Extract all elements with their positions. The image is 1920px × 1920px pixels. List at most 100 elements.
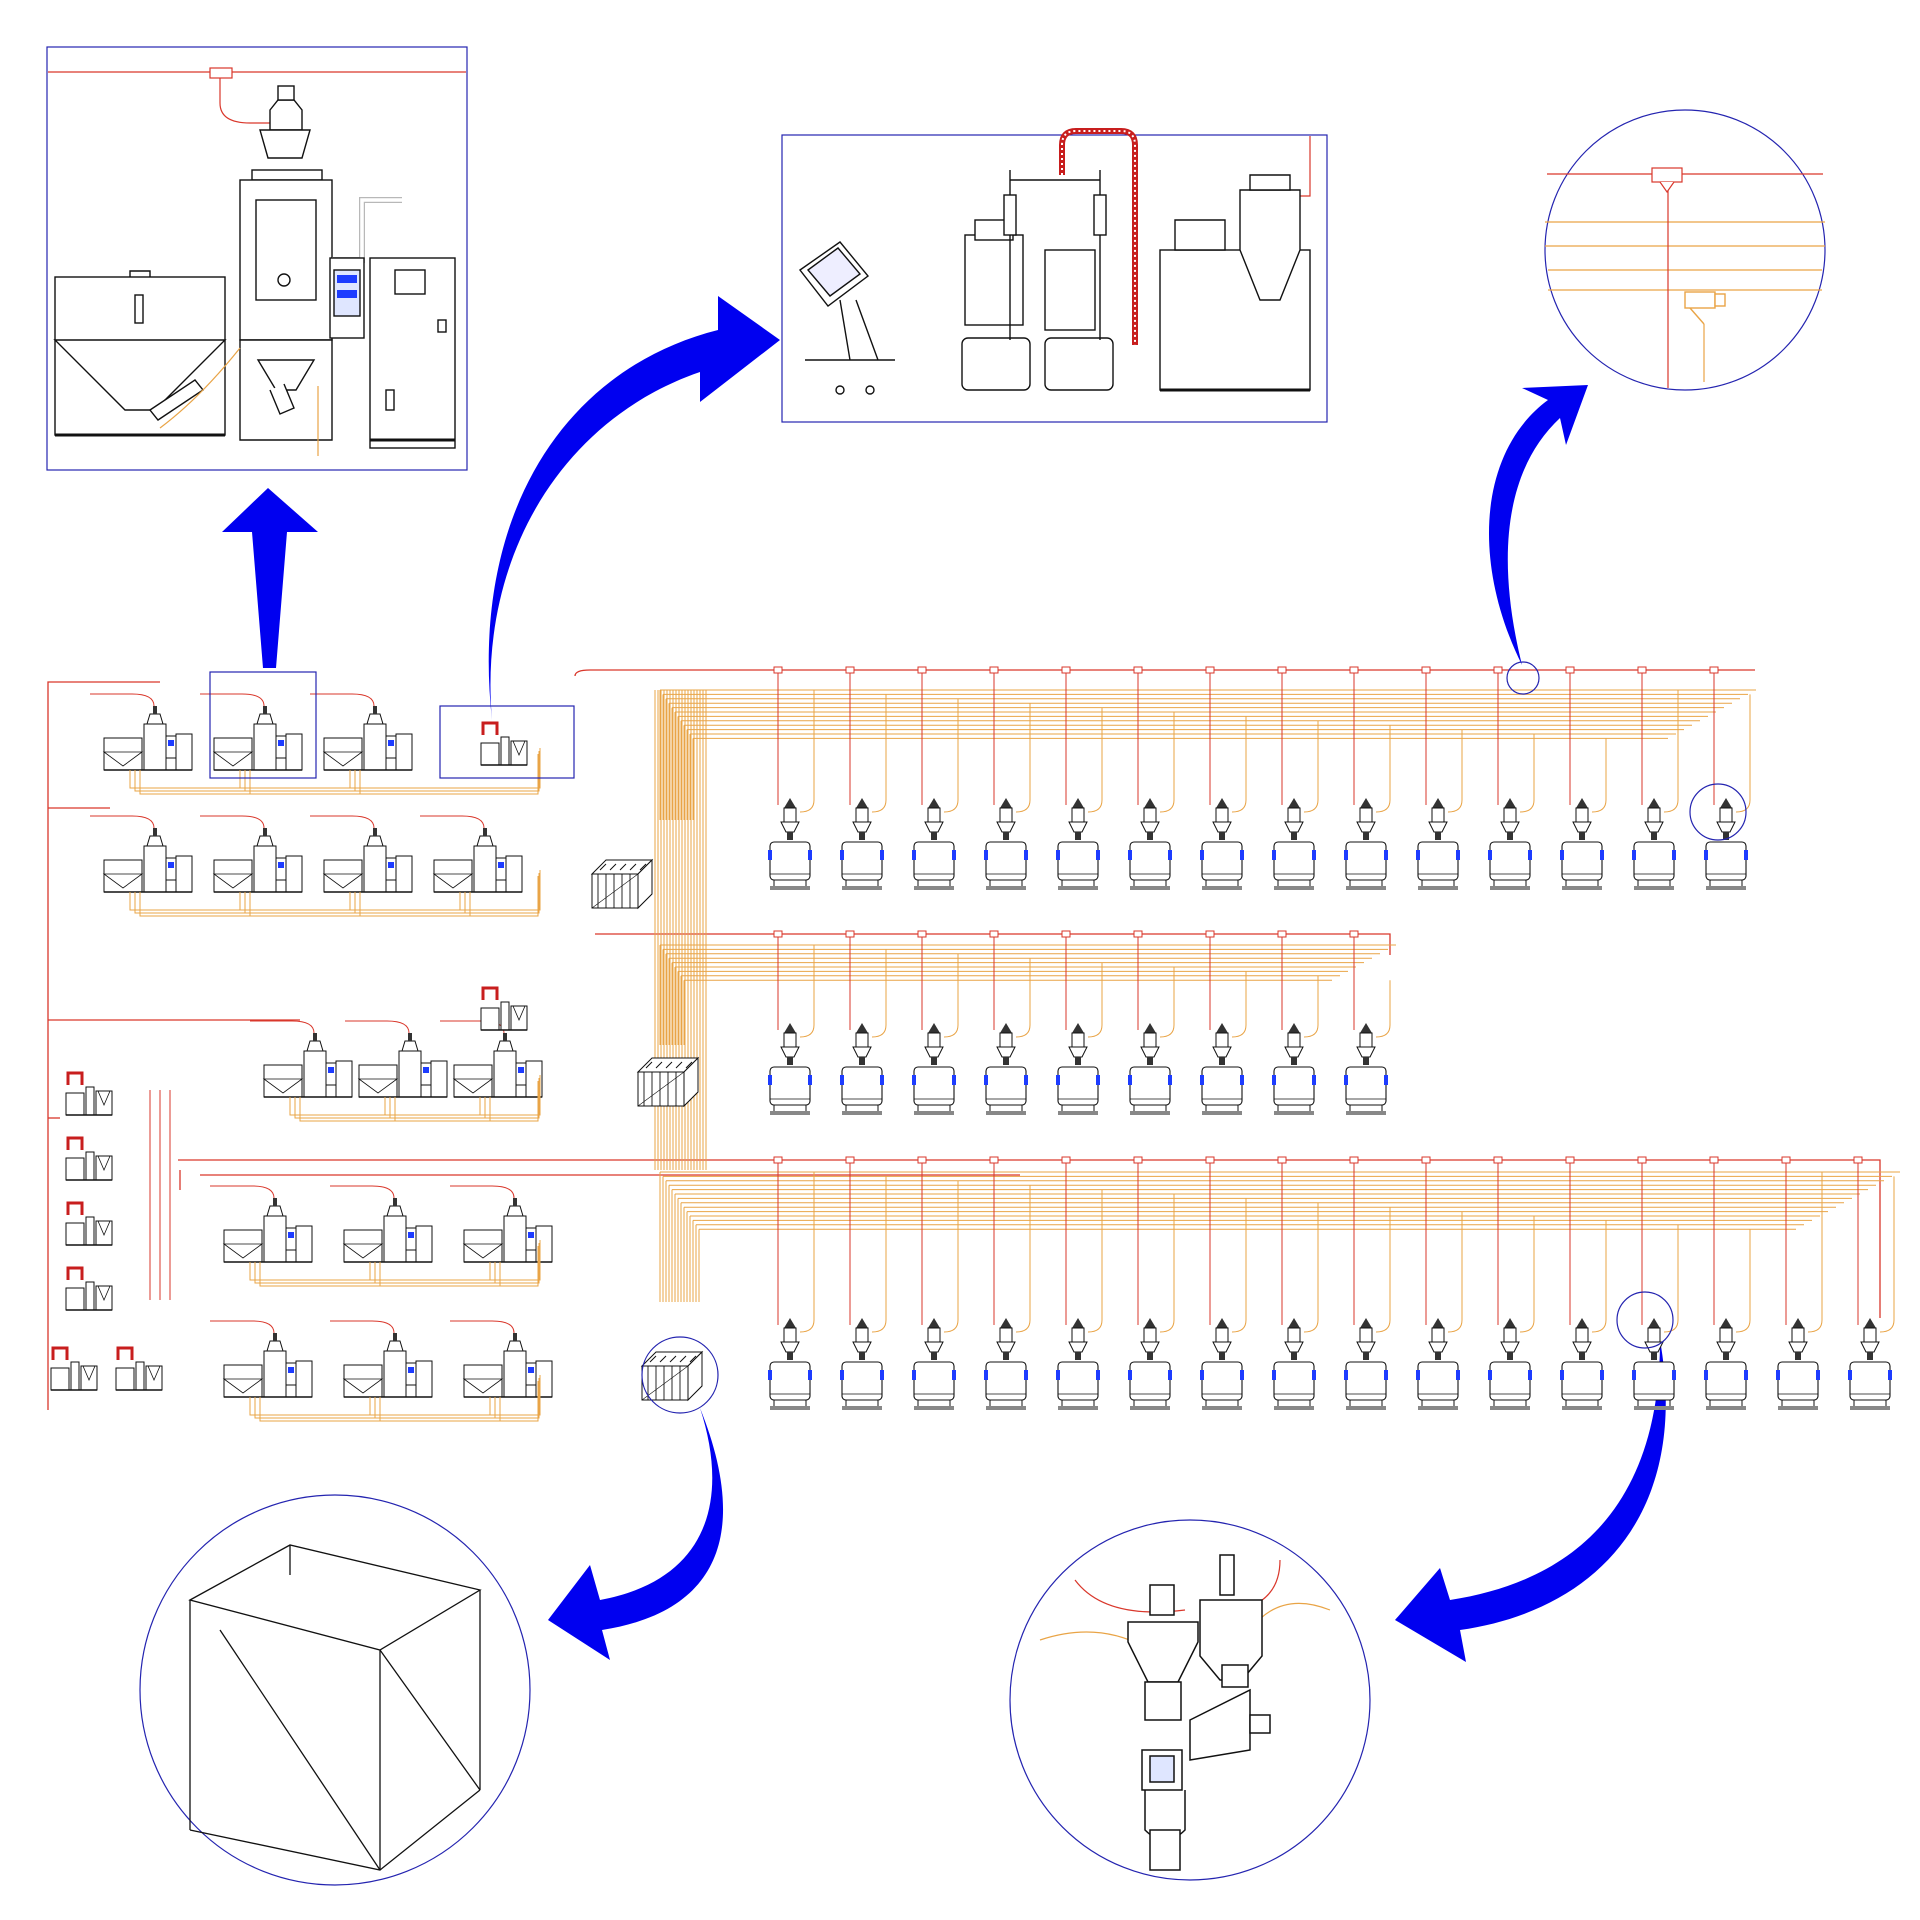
material-drop [1519, 734, 1535, 813]
distribution-manifold-icon [188, 1544, 482, 1871]
material-drop [1591, 738, 1607, 813]
tee-junction [1853, 1156, 1863, 1164]
material-drop [943, 953, 959, 1038]
material-drop [1375, 725, 1391, 813]
dryer-material-line [484, 1078, 540, 1119]
material-drop [1231, 1198, 1247, 1333]
dryer-vacuum-link [210, 1185, 275, 1199]
vacuum-header-lines [149, 1090, 171, 1300]
dryer-material-line [499, 1381, 539, 1422]
material-drop [1519, 1216, 1535, 1333]
material-drop [1807, 1172, 1823, 1333]
dryer-vacuum-link [90, 693, 155, 707]
tee-junction [1565, 1156, 1575, 1164]
material-drop [1375, 1207, 1391, 1333]
material-drop [1231, 971, 1247, 1038]
distribution-manifolds [591, 859, 719, 1414]
dryer-vacuum-link [90, 815, 155, 829]
tee-junction [989, 666, 999, 674]
dryer-material-line [469, 876, 539, 917]
dryer-vacuum-link [310, 815, 375, 829]
material-drop [1015, 703, 1031, 813]
tee-junction [1133, 930, 1143, 938]
tee-junction [773, 666, 783, 674]
dryer-material-line [489, 1081, 539, 1122]
material-drop [1159, 1194, 1175, 1333]
tee-junction [1205, 666, 1215, 674]
molding-machine-rows [767, 666, 1895, 1411]
dryer-loader-icon [53, 85, 456, 449]
dryer-material-line [499, 1246, 539, 1287]
dryer-material-line [349, 748, 541, 789]
tee-junction [917, 666, 927, 674]
dryer-vacuum-link [450, 1320, 515, 1334]
arrow-curve-to-valve-icon [1488, 385, 1588, 665]
dryer-material-line [479, 1075, 541, 1116]
dryer-vacuum-link [420, 815, 485, 829]
tee-junction [917, 930, 927, 938]
manifold-detail-callout [139, 1494, 531, 1886]
material-drop [799, 945, 815, 1038]
material-drop [1663, 690, 1679, 813]
arrow-curve-to-vacuum-icon [488, 296, 780, 720]
dryer-material-line [494, 1378, 540, 1419]
material-drop [1087, 962, 1103, 1038]
dryer-vacuum-link [250, 1020, 315, 1034]
dryer-material-line [489, 1240, 541, 1281]
dryer-rows [49, 693, 553, 1422]
vacuum-station-detail-callout [781, 128, 1328, 423]
valve-detail-callout [1544, 109, 1826, 391]
tee-junction [1061, 666, 1071, 674]
tee-junction [845, 666, 855, 674]
material-drop [943, 1180, 959, 1333]
dryer-vacuum-link [200, 815, 265, 829]
material-drop [1447, 729, 1463, 813]
tee-junction [773, 1156, 783, 1164]
tee-junction [1421, 1156, 1431, 1164]
material-drop [1303, 975, 1319, 1038]
tee-junction [1061, 930, 1071, 938]
vacuum-station-icon [798, 170, 1311, 395]
dryer-vacuum-link [310, 693, 375, 707]
tee-junction [1709, 1156, 1719, 1164]
tee-junction [1205, 1156, 1215, 1164]
tee-junction [1349, 666, 1359, 674]
dryer-detail-callout [46, 46, 468, 471]
tee-junction [1349, 1156, 1359, 1164]
tee-junction [1133, 666, 1143, 674]
tee-junction [845, 1156, 855, 1164]
material-drop [871, 1176, 887, 1333]
tee-junction [989, 1156, 999, 1164]
dryer-material-line [459, 870, 541, 911]
tee-junction [1565, 666, 1575, 674]
tee-junction [1637, 1156, 1647, 1164]
vacuum-mainline [47, 669, 1881, 1410]
dryer-material-line [359, 754, 539, 795]
material-drop [1735, 694, 1751, 813]
material-drop [871, 694, 887, 813]
material-drop [1087, 707, 1103, 813]
material-drop [943, 698, 959, 813]
arrow-up-icon [222, 488, 318, 668]
tee-junction [1061, 1156, 1071, 1164]
manifold-highlight-ring [641, 1336, 719, 1414]
material-drop [1231, 716, 1247, 813]
material-drop [1663, 1224, 1679, 1333]
dryer-vacuum-link [200, 693, 265, 707]
tee-junction [773, 930, 783, 938]
dryer-vacuum-link [330, 1320, 395, 1334]
material-drop [799, 1172, 815, 1333]
tee-junction [1277, 666, 1287, 674]
tee-junction [1709, 666, 1719, 674]
tee-junction [1133, 1156, 1143, 1164]
tee-junction [1637, 666, 1647, 674]
dryer-vacuum-link [330, 1185, 395, 1199]
dryer-material-line [489, 1375, 541, 1416]
tee-junction [845, 930, 855, 938]
valve-detail-frame [1544, 109, 1826, 391]
material-drop [1879, 1176, 1895, 1333]
tee-junction [1493, 1156, 1503, 1164]
material-drop [1447, 1211, 1463, 1333]
arrow-curve-to-manifold-icon [548, 1408, 724, 1660]
